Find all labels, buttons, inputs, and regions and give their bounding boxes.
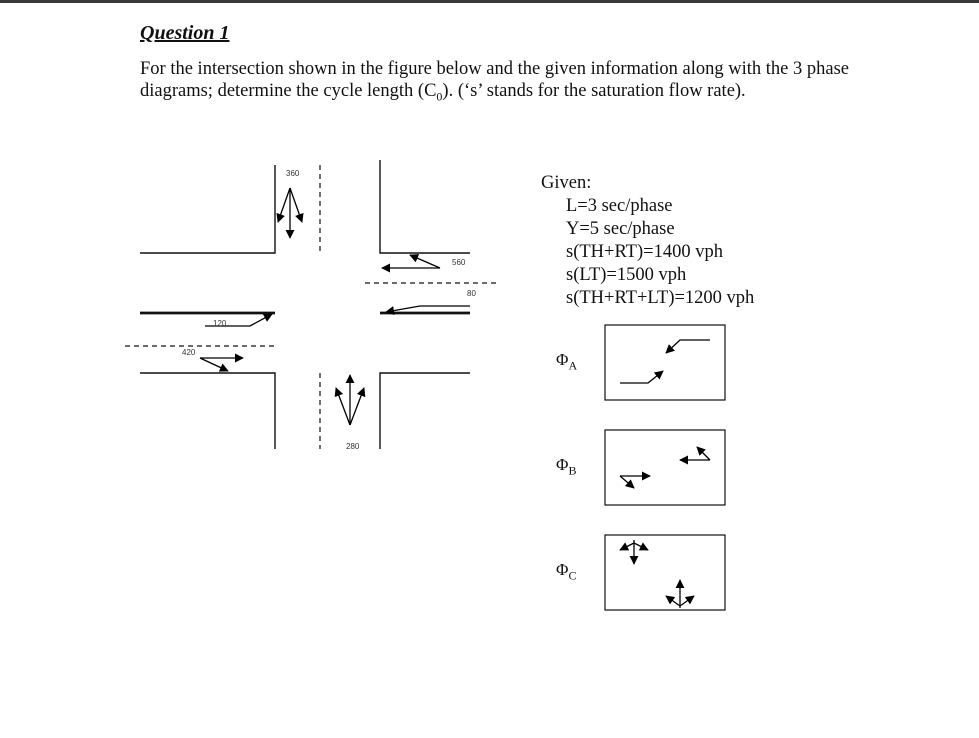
- curb-northeast: [379, 160, 470, 254]
- phase-b-sub: B: [568, 463, 577, 478]
- south-volume-label: 280: [346, 442, 360, 451]
- intersection-curbs: [140, 160, 470, 449]
- given-item-s-lt: s(LT)=1500 vph: [566, 265, 687, 285]
- phase-b-label: ΦB: [556, 455, 576, 478]
- phase-b-eastbound-right-arrow: [619, 475, 635, 489]
- east-right-arrow: [409, 254, 441, 269]
- question-title: Question 1: [140, 22, 230, 44]
- west-right-arrow: [199, 357, 229, 372]
- phase-b-arrows: [619, 446, 711, 489]
- east-left-volume-label: 80: [467, 289, 476, 298]
- top-border: [0, 0, 979, 3]
- phase-c-label: ΦC: [556, 560, 576, 583]
- north-approach-arrows: [276, 187, 304, 239]
- phase-c-symbol: Φ: [556, 560, 569, 579]
- phase-a-westbound-left-arrow: [665, 339, 710, 354]
- phase-c-arrows: [619, 540, 695, 608]
- west-through-volume-label: 420: [182, 348, 196, 357]
- west-left-volume-label: 120: [213, 319, 227, 328]
- phase-c-sub: C: [568, 568, 577, 583]
- given-item-yellow: Y=5 sec/phase: [566, 219, 675, 239]
- phase-c-northbound-left-arrow: [665, 595, 681, 607]
- phase-a-symbol: Φ: [556, 350, 569, 369]
- phase-a-label: ΦA: [556, 350, 577, 373]
- given-block: Given: L=3 sec/phase Y=5 sec/phase s(TH+…: [541, 172, 754, 310]
- question-text-main: For the intersection shown in the figure…: [140, 59, 850, 101]
- phase-c-southbound-left-arrow: [633, 542, 649, 551]
- given-item-s-th-rt-lt: s(TH+RT+LT)=1200 vph: [566, 288, 755, 308]
- phase-c-northbound-right-arrow: [679, 595, 695, 607]
- phase-b-westbound-right-arrow: [696, 446, 711, 461]
- east-left-arrow: [385, 305, 470, 316]
- phase-a-arrows: [620, 339, 710, 384]
- north-left-arrow: [289, 187, 304, 223]
- lane-dividers: [125, 165, 500, 449]
- phase-c-box: [604, 534, 726, 611]
- phase-a-sub: A: [568, 358, 578, 373]
- north-right-arrow: [276, 187, 291, 223]
- question-text-subscript: 0: [436, 89, 443, 104]
- given-item-lost-time: L=3 sec/phase: [566, 196, 673, 216]
- question-text-end: ). (‘s’ stands for the saturation flow r…: [442, 81, 746, 101]
- phase-c-southbound-right-arrow: [619, 542, 635, 551]
- south-approach-arrows: [334, 374, 366, 426]
- north-volume-label: 360: [286, 169, 300, 178]
- east-approach-arrows: [381, 254, 470, 316]
- west-approach-arrows: [199, 313, 273, 372]
- south-right-arrow: [349, 387, 366, 426]
- phase-b-symbol: Φ: [556, 455, 569, 474]
- curb-southwest: [140, 372, 276, 449]
- phase-b-box: [604, 429, 726, 506]
- curb-southeast: [379, 372, 470, 449]
- west-left-arrow: [205, 313, 273, 327]
- question-text: For the intersection shown in the figure…: [140, 58, 900, 108]
- east-through-volume-label: 560: [452, 258, 466, 267]
- phase-a-eastbound-left-arrow: [620, 370, 664, 384]
- curb-northwest: [140, 165, 276, 254]
- south-left-arrow: [334, 387, 351, 426]
- phase-a-box: [604, 324, 726, 401]
- given-item-s-th-rt: s(TH+RT)=1400 vph: [566, 242, 723, 262]
- given-heading: Given:: [541, 173, 592, 193]
